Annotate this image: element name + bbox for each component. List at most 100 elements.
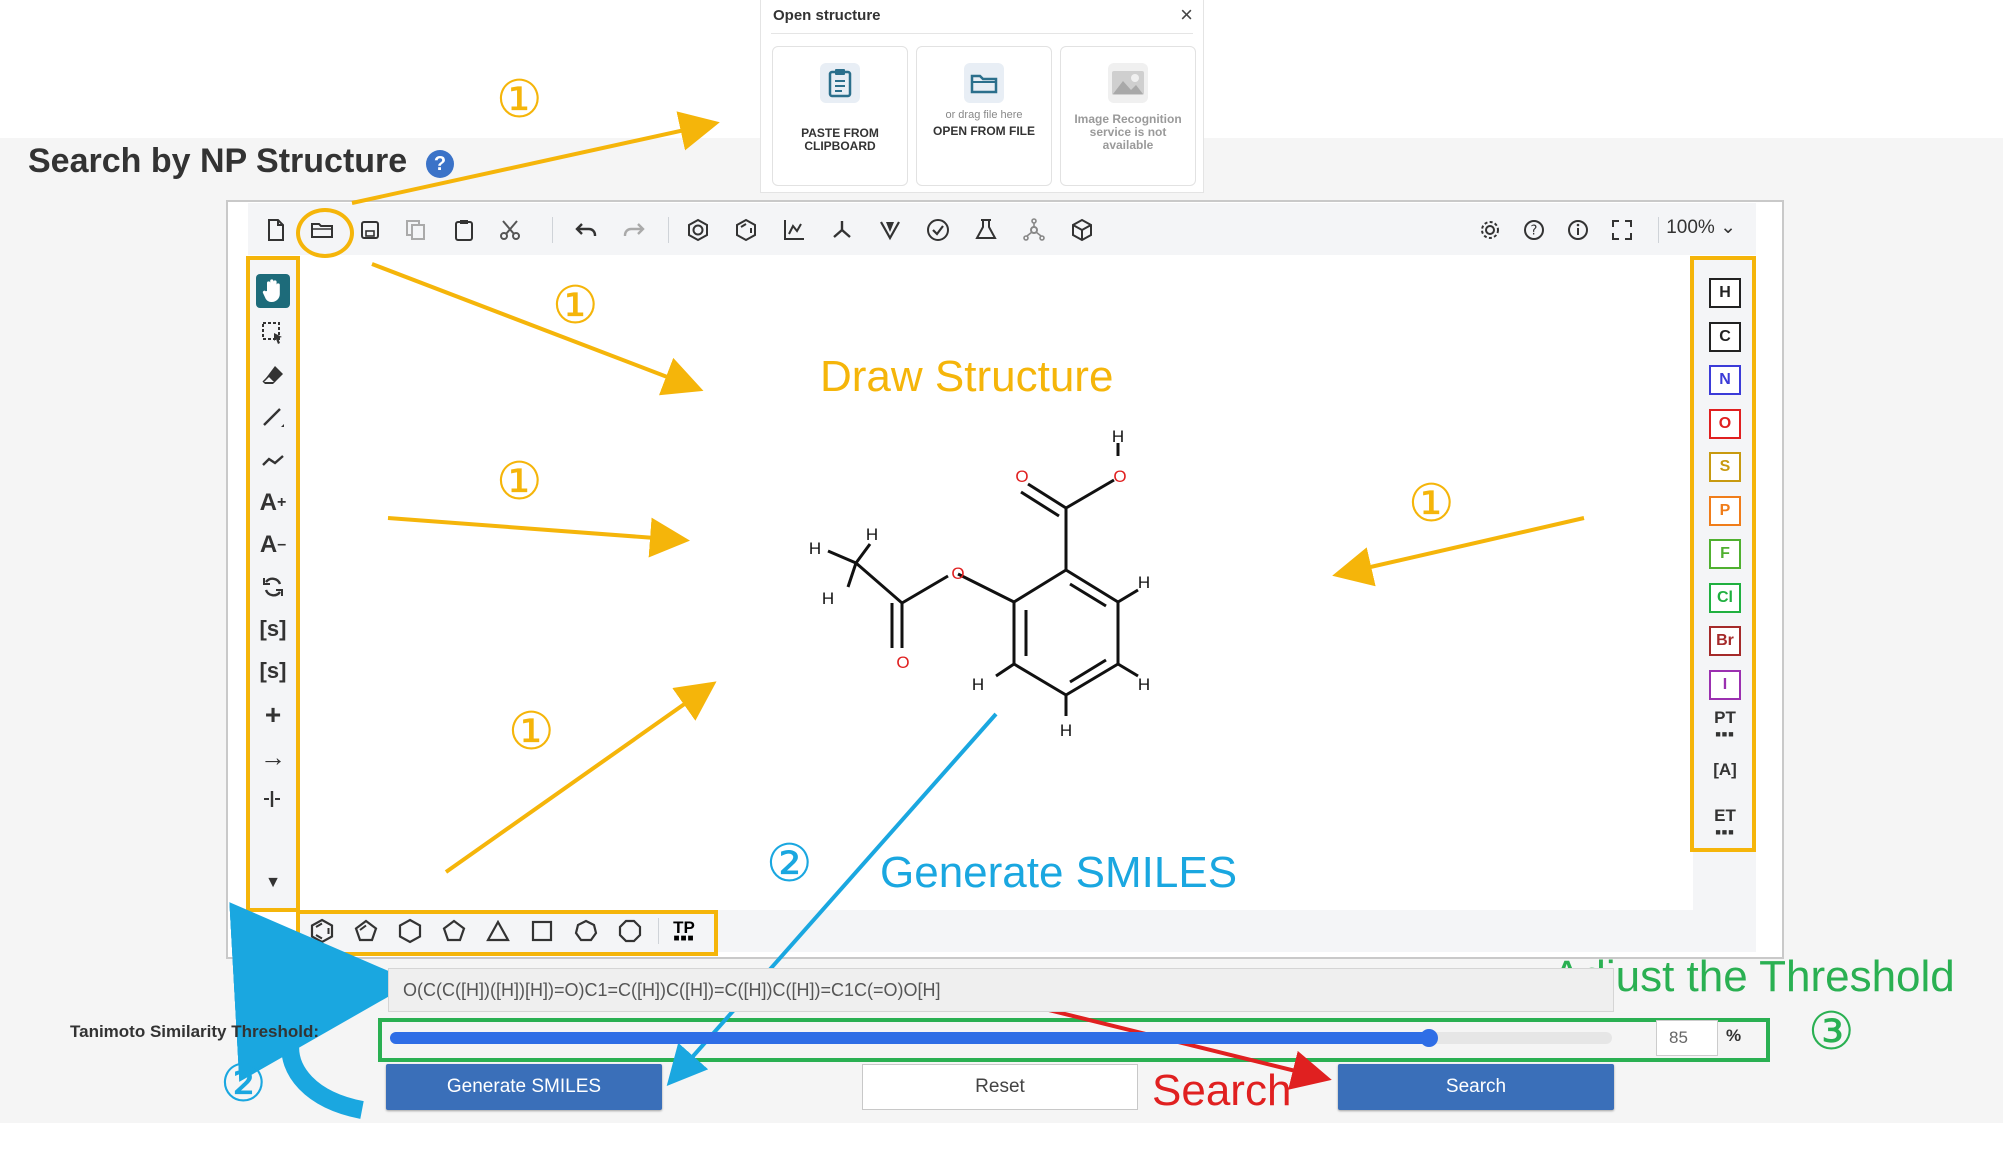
atom-label: H [1138, 675, 1150, 694]
bond [1013, 568, 1067, 604]
fullscreen-icon[interactable] [1606, 214, 1638, 246]
step-1-label: ① [496, 452, 543, 512]
bond [957, 572, 1015, 604]
open-from-file-button[interactable]: or drag file here OPEN FROM FILE [916, 46, 1052, 186]
aromatize-icon[interactable] [682, 214, 714, 246]
threshold-label: Tanimoto Similarity Threshold: [70, 1022, 320, 1041]
bond [1020, 490, 1060, 518]
sgroup-icon[interactable]: [s] [259, 616, 287, 641]
explicit-hydrogens-icon[interactable] [1018, 214, 1050, 246]
cycloheptane-template-icon[interactable] [570, 915, 602, 947]
charge-minus-icon[interactable]: A– [259, 531, 287, 558]
paste-icon[interactable] [448, 214, 480, 246]
search-button[interactable]: Search [1338, 1064, 1614, 1110]
atom-button-i[interactable]: I [1709, 669, 1741, 700]
any-atom-button[interactable]: [A] [1713, 760, 1737, 779]
dialog-title: Open structure [773, 7, 881, 24]
atom-button-br[interactable]: Br [1709, 626, 1741, 656]
reaction-arrow-icon[interactable]: → [260, 741, 286, 772]
mapping-icon[interactable] [256, 782, 290, 816]
bond-inner [1069, 582, 1107, 608]
arrow-right-to-canvas [1332, 516, 1585, 587]
atom-label: H [809, 539, 821, 558]
chain-tool-icon[interactable] [256, 444, 290, 478]
drawing-canvas[interactable]: O O H O O H H H H H H H [298, 258, 1693, 910]
atom-button-s[interactable]: S [1709, 452, 1741, 482]
zoom-select[interactable]: 100% ⌄ [1666, 216, 1736, 239]
cyclobutane-template-icon[interactable] [526, 915, 558, 947]
paste-from-clipboard-button[interactable]: PASTE FROM CLIPBOARD [772, 46, 908, 186]
cyclopropane-template-icon[interactable] [482, 915, 514, 947]
hand-tool-icon[interactable] [256, 274, 290, 308]
step-1-label: ① [1408, 474, 1455, 534]
step-1-label: ① [496, 70, 543, 130]
copy-icon[interactable] [400, 214, 432, 246]
stereo-icon[interactable] [874, 214, 906, 246]
generate-smiles-button[interactable]: Generate SMILES [386, 1064, 662, 1110]
more-tools-icon[interactable]: ▼ [265, 874, 281, 891]
info-icon[interactable] [1562, 214, 1594, 246]
eraser-icon[interactable] [256, 358, 290, 392]
periodic-table-button[interactable]: PT■■■ [1714, 708, 1736, 739]
toolbar-separator [668, 217, 669, 243]
step-1-label: ① [552, 276, 599, 336]
layout-icon[interactable] [778, 214, 810, 246]
threshold-slider-handle[interactable] [1419, 1029, 1438, 1047]
arrow-to-dialog [351, 111, 720, 205]
arrow-bottom-to-canvas [444, 681, 717, 874]
smiles-field[interactable]: O(C(C([H])([H])[H])=O)C1=C([H])C([H])=C(… [388, 968, 1614, 1012]
atom-button-f[interactable]: F [1709, 539, 1741, 569]
clean-icon[interactable] [826, 214, 858, 246]
atom-label: H [1060, 721, 1072, 740]
atom-label: H [866, 525, 878, 544]
help-icon[interactable]: ? [1518, 214, 1550, 246]
atom-button-p[interactable]: P [1709, 495, 1741, 526]
single-bond-icon[interactable] [256, 400, 290, 434]
charge-plus-icon[interactable]: A+ [259, 489, 287, 516]
atom-label: H [972, 675, 984, 694]
open-button-highlight [296, 208, 354, 258]
step-2-label: ② [220, 1055, 267, 1113]
atom-button-h[interactable]: H [1709, 278, 1741, 308]
zoom-level: 100% [1666, 217, 1715, 238]
bond [995, 662, 1015, 678]
extended-table-button[interactable]: ET■■■ [1714, 806, 1736, 837]
new-file-icon[interactable] [260, 214, 292, 246]
cyclopentane-template-icon[interactable] [438, 915, 470, 947]
cut-icon[interactable] [494, 214, 526, 246]
atom-button-cl[interactable]: Cl [1709, 582, 1741, 613]
bond [854, 543, 872, 564]
step-1-label: ① [508, 702, 555, 762]
atom-label: H [1112, 427, 1124, 446]
plus-icon[interactable]: + [264, 699, 282, 730]
rotate-icon[interactable] [256, 570, 290, 604]
settings-icon[interactable] [1474, 214, 1506, 246]
reset-button[interactable]: Reset [862, 1064, 1138, 1110]
template-library-icon[interactable]: TP■■■ [673, 917, 695, 944]
sgroup-plus-icon[interactable]: [s] [259, 658, 287, 683]
arrow-generate-to-smiles [229, 902, 414, 1119]
cyclooctane-template-icon[interactable] [614, 915, 646, 947]
bond [827, 549, 857, 565]
dearomatize-icon[interactable] [730, 214, 762, 246]
atom-button-o[interactable]: O [1709, 408, 1741, 439]
help-icon[interactable]: ? [426, 150, 454, 178]
selection-tool-icon[interactable] [256, 316, 290, 350]
calculate-icon[interactable] [970, 214, 1002, 246]
atom-button-n[interactable]: N [1709, 365, 1741, 395]
save-icon[interactable] [354, 214, 386, 246]
3d-icon[interactable] [1066, 214, 1098, 246]
threshold-input[interactable]: 85 [1656, 1020, 1718, 1056]
redo-icon[interactable] [618, 214, 650, 246]
atom-button-c[interactable]: C [1709, 321, 1741, 352]
undo-icon[interactable] [570, 214, 602, 246]
close-icon[interactable]: × [1180, 2, 1193, 27]
arrow-open-to-canvas [371, 262, 704, 396]
bond [901, 574, 949, 605]
check-icon[interactable] [922, 214, 954, 246]
drag-hint: or drag file here [945, 109, 1023, 121]
molecule [827, 443, 1139, 716]
atom-label: O [1113, 467, 1126, 486]
toolbar-separator [1658, 217, 1659, 243]
